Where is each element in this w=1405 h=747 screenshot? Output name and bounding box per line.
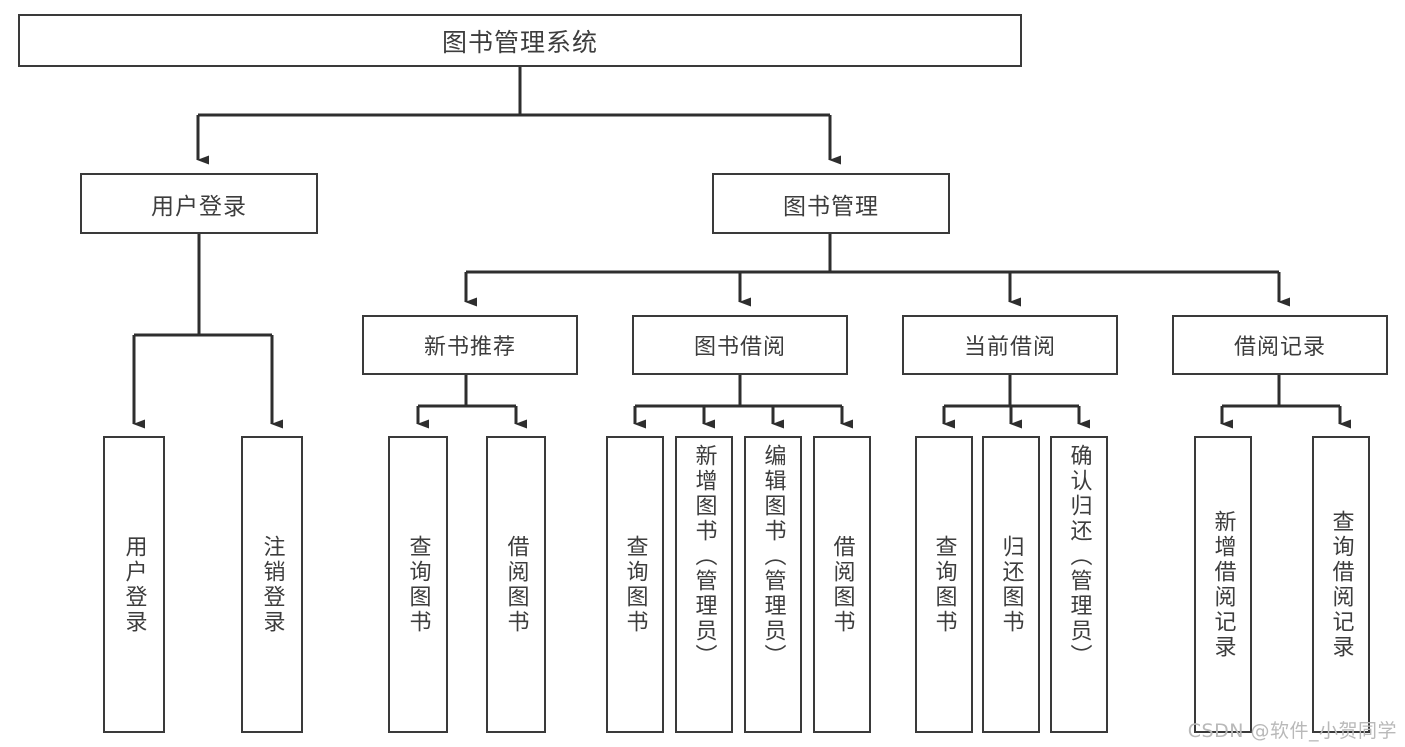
node-book-borrow[interactable]: 图书借阅: [632, 315, 848, 375]
node-user-login-label: 用户登录: [151, 193, 247, 220]
node-borrow-record[interactable]: 借阅记录: [1172, 315, 1388, 375]
leaf-label: 编辑图书（管理员）: [760, 444, 786, 669]
leaf-label: 注销登录: [259, 534, 285, 635]
leaf-label: 查询图书: [405, 534, 431, 635]
leaf-book-borrow-query-book[interactable]: 查询图书: [606, 436, 664, 733]
leaf-label: 新增图书（管理员）: [691, 444, 717, 669]
csdn-watermark: CSDN @软件_小贺同学: [1187, 720, 1397, 742]
leaf-label: 新增借阅记录: [1210, 509, 1236, 660]
leaf-book-borrow-add-book[interactable]: 新增图书（管理员）: [675, 436, 733, 733]
current-borrow-connectors: [942, 375, 1090, 429]
leaf-label: 查询借阅记录: [1328, 509, 1354, 660]
leaf-label: 借阅图书: [829, 534, 855, 635]
leaf-borrow-record-query-record[interactable]: 查询借阅记录: [1312, 436, 1370, 733]
node-book-borrow-label: 图书借阅: [693, 335, 786, 360]
node-new-book-recommend-label: 新书推荐: [423, 335, 516, 360]
node-book-management[interactable]: 图书管理: [712, 173, 950, 234]
leaf-current-borrow-confirm-return[interactable]: 确认归还（管理员）: [1050, 436, 1108, 733]
leaf-label: 用户登录: [121, 534, 147, 635]
new-book-connectors: [416, 375, 527, 429]
leaf-label: 查询图书: [622, 534, 648, 635]
node-borrow-record-label: 借阅记录: [1233, 335, 1326, 360]
leaf-label: 查询图书: [931, 534, 957, 635]
node-new-book-recommend[interactable]: 新书推荐: [362, 315, 578, 375]
leaf-user-login-login[interactable]: 用户登录: [103, 436, 165, 733]
leaf-label: 确认归还（管理员）: [1066, 444, 1092, 669]
leaf-current-borrow-return-book[interactable]: 归还图书: [982, 436, 1040, 733]
book-management-connectors: [464, 234, 1290, 307]
leaf-user-login-logout[interactable]: 注销登录: [241, 436, 303, 733]
leaf-label: 归还图书: [998, 534, 1024, 635]
leaf-label: 借阅图书: [503, 534, 529, 635]
leaf-current-borrow-query-book[interactable]: 查询图书: [915, 436, 973, 733]
leaf-borrow-record-add-record[interactable]: 新增借阅记录: [1194, 436, 1252, 733]
leaf-book-borrow-borrow-book[interactable]: 借阅图书: [813, 436, 871, 733]
leaf-new-book-query-book[interactable]: 查询图书: [388, 436, 448, 733]
root-connectors: [196, 67, 841, 165]
node-book-management-label: 图书管理: [783, 193, 879, 220]
node-current-borrow[interactable]: 当前借阅: [902, 315, 1118, 375]
borrow-record-connectors: [1220, 375, 1351, 429]
node-user-login[interactable]: 用户登录: [80, 173, 318, 234]
node-root-label: 图书管理系统: [441, 27, 598, 57]
node-root-system[interactable]: 图书管理系统: [18, 14, 1022, 67]
user-login-connectors: [132, 234, 283, 429]
leaf-book-borrow-edit-book[interactable]: 编辑图书（管理员）: [744, 436, 802, 733]
book-borrow-connectors: [633, 375, 853, 429]
leaf-new-book-borrow-book[interactable]: 借阅图书: [486, 436, 546, 733]
node-current-borrow-label: 当前借阅: [963, 335, 1056, 360]
